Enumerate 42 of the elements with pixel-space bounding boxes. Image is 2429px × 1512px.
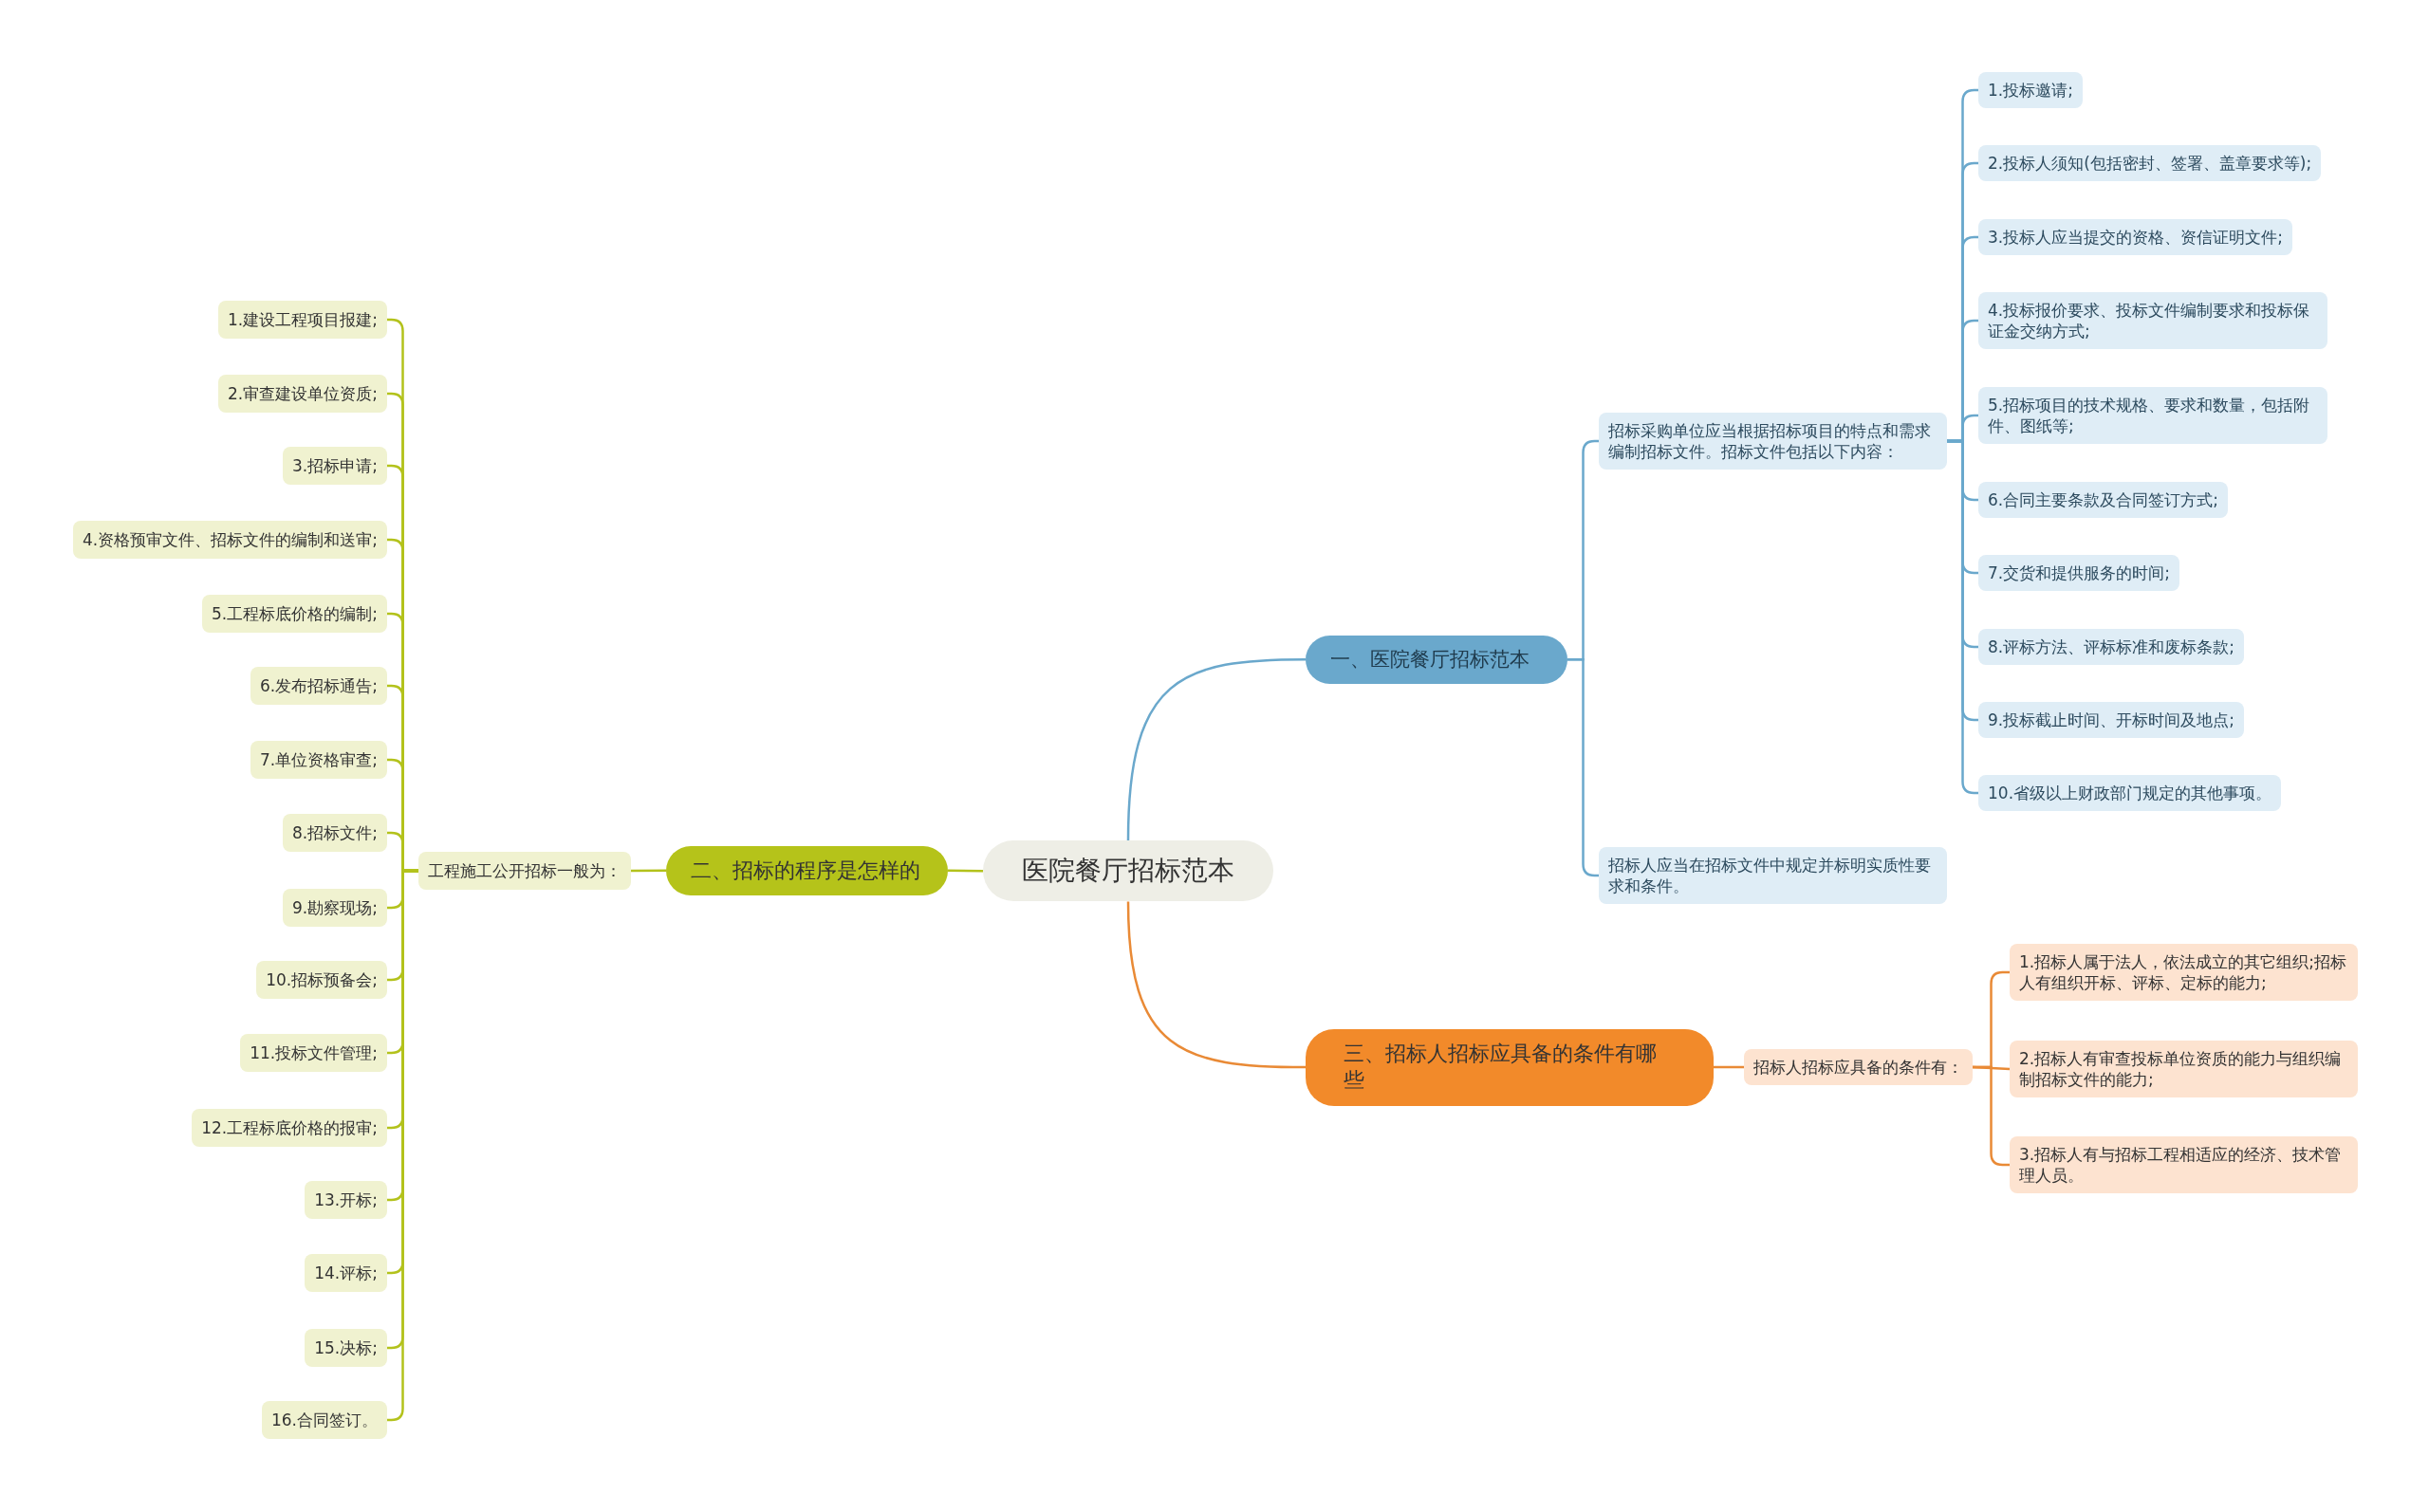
branch-topic: 一、医院餐厅招标范本 bbox=[1306, 635, 1567, 684]
subtopic-box: 5.招标项目的技术规格、要求和数量，包括附件、图纸等; bbox=[1978, 387, 2327, 445]
subtopic-box: 8.评标方法、评标标准和废标条款; bbox=[1978, 629, 2244, 666]
subtopic-box: 2.投标人须知(包括密封、签署、盖章要求等); bbox=[1978, 145, 2322, 182]
subtopic-box: 7.单位资格审查; bbox=[250, 741, 387, 780]
connector-line bbox=[631, 869, 666, 873]
subtopic-box: 9.投标截止时间、开标时间及地点; bbox=[1978, 702, 2244, 739]
subtopic-box: 14.评标; bbox=[305, 1254, 387, 1293]
subtopic-box: 15.决标; bbox=[305, 1329, 387, 1368]
connector-line bbox=[1714, 1065, 1744, 1069]
subtopic-box: 6.发布招标通告; bbox=[250, 667, 387, 706]
branch-topic: 三、招标人招标应具备的条件有哪些 bbox=[1306, 1028, 1714, 1106]
subtopic-box: 9.勘察现场; bbox=[283, 889, 387, 928]
connector-line bbox=[1126, 657, 1306, 841]
subtopic-box: 4.投标报价要求、投标文件编制要求和投标保证金交纳方式; bbox=[1978, 292, 2327, 350]
subtopic-box: 2.招标人有审查投标单位资质的能力与组织编制招标文件的能力; bbox=[2010, 1041, 2358, 1098]
subtopic-box: 3.投标人应当提交的资格、资信证明文件; bbox=[1978, 219, 2292, 256]
connector-line bbox=[1126, 901, 1306, 1069]
subtopic-box: 1.投标邀请; bbox=[1978, 72, 2083, 109]
subtopic-box: 3.招标申请; bbox=[283, 447, 387, 486]
subtopic-box: 2.审查建设单位资质; bbox=[218, 375, 387, 414]
subtopic-box: 11.投标文件管理; bbox=[240, 1034, 387, 1073]
connector-line bbox=[948, 869, 983, 873]
subtopic-box: 工程施工公开招标一般为： bbox=[418, 852, 631, 891]
central-topic: 医院餐厅招标范本 bbox=[983, 840, 1273, 902]
subtopic-box: 13.开标; bbox=[305, 1181, 387, 1220]
branch-topic: 二、招标的程序是怎样的 bbox=[666, 845, 948, 896]
subtopic-box: 8.招标文件; bbox=[283, 814, 387, 853]
subtopic-box: 7.交货和提供服务的时间; bbox=[1978, 555, 2179, 592]
subtopic-box: 1.招标人属于法人，依法成立的其它组织;招标人有组织开标、评标、定标的能力; bbox=[2010, 944, 2358, 1002]
subtopic-box: 招标采购单位应当根据招标项目的特点和需求编制招标文件。招标文件包括以下内容： bbox=[1599, 413, 1947, 470]
subtopic-box: 16.合同签订。 bbox=[261, 1401, 387, 1440]
subtopic-box: 5.工程标底价格的编制; bbox=[202, 595, 387, 634]
subtopic-box: 3.招标人有与招标工程相适应的经济、技术管理人员。 bbox=[2010, 1136, 2358, 1194]
subtopic-box: 12.工程标底价格的报审; bbox=[192, 1109, 387, 1148]
subtopic-box: 4.资格预审文件、招标文件的编制和送审; bbox=[73, 521, 387, 560]
subtopic-box: 招标人应当在招标文件中规定并标明实质性要求和条件。 bbox=[1599, 847, 1947, 905]
subtopic-box: 10.招标预备会; bbox=[256, 961, 387, 1000]
subtopic-box: 10.省级以上财政部门规定的其他事项。 bbox=[1978, 775, 2282, 812]
subtopic-box: 1.建设工程项目报建; bbox=[218, 301, 387, 340]
subtopic-box: 6.合同主要条款及合同签订方式; bbox=[1978, 482, 2228, 519]
subtopic-box: 招标人招标应具备的条件有： bbox=[1744, 1049, 1973, 1086]
